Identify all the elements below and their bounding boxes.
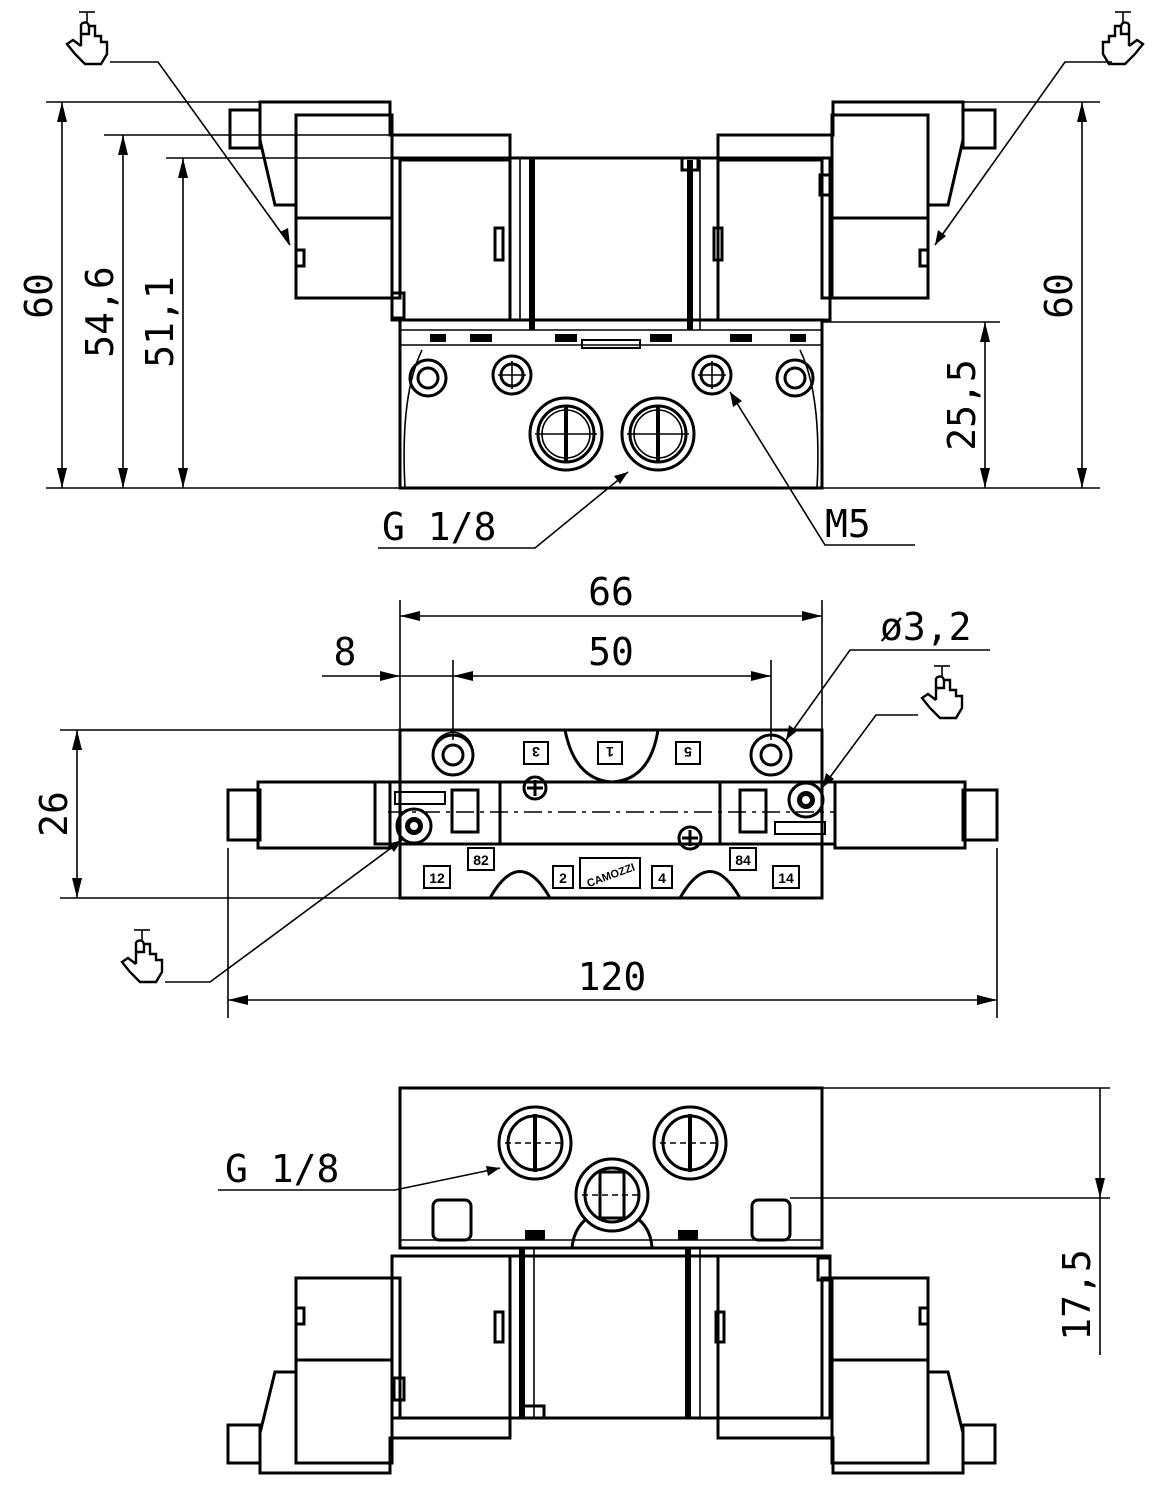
manual-override-icon	[920, 664, 964, 720]
height-inner-label: 51,1	[138, 276, 182, 368]
hole-spacing-label: 50	[588, 630, 634, 674]
port-tag-3: 3	[532, 744, 540, 760]
port-tag-4: 4	[658, 870, 666, 886]
offset-label: 8	[334, 630, 357, 674]
front-dimensions: 60 54,6 51,1 60 25,5	[17, 101, 1100, 489]
length-total-label: 120	[578, 955, 647, 999]
manual-override-icon	[120, 928, 164, 984]
bottom-port-thread-label: G 1/8	[225, 1147, 339, 1191]
base-height-label: 25,5	[940, 359, 984, 451]
depth-label: 26	[32, 791, 76, 837]
port-tag-84: 84	[735, 852, 751, 868]
front-leaders: G 1/8 M5	[110, 61, 1112, 549]
height-left-label: 60	[17, 273, 61, 319]
pilot-thread-label: M5	[825, 502, 871, 546]
bottom-dimensions: 17,5 G 1/8	[218, 1087, 1110, 1355]
left-solenoid	[228, 100, 512, 320]
hole-diameter-label: ø3,2	[880, 605, 972, 649]
port-tag-1: 1	[606, 744, 614, 760]
height-right-label: 60	[1037, 273, 1081, 319]
valve-body	[390, 156, 832, 330]
width-total-label: 66	[588, 570, 634, 614]
port-height-label: 17,5	[1055, 1249, 1099, 1341]
port-tags: 3 1 5 12 82 2 4 84 14 CAMOZZI	[423, 741, 800, 890]
brand-mark: CAMOZZI	[585, 862, 636, 890]
port-tag-2: 2	[559, 870, 567, 886]
height-mid-label: 54,6	[78, 266, 122, 358]
manual-override-icon	[1101, 10, 1145, 66]
bottom-base-outline	[398, 1086, 824, 1250]
port-thread-label: G 1/8	[382, 505, 496, 549]
sub-base	[398, 318, 824, 490]
port-tag-5: 5	[684, 744, 692, 760]
port-tag-12: 12	[429, 870, 445, 886]
port-tag-14: 14	[778, 870, 794, 886]
right-solenoid	[716, 100, 997, 300]
top-dimensions: 66 50 8 26 120 ø3,2	[32, 570, 998, 1018]
bottom-view: 17,5 G 1/8	[218, 1086, 1110, 1475]
port-tag-82: 82	[473, 852, 489, 868]
top-view: 3 1 5 12 82 2 4 84 14 CAMOZZI	[32, 570, 999, 1018]
manual-override-icon	[65, 10, 109, 66]
front-view: 60 54,6 51,1 60 25,5 G 1/8 M5	[17, 10, 1145, 549]
